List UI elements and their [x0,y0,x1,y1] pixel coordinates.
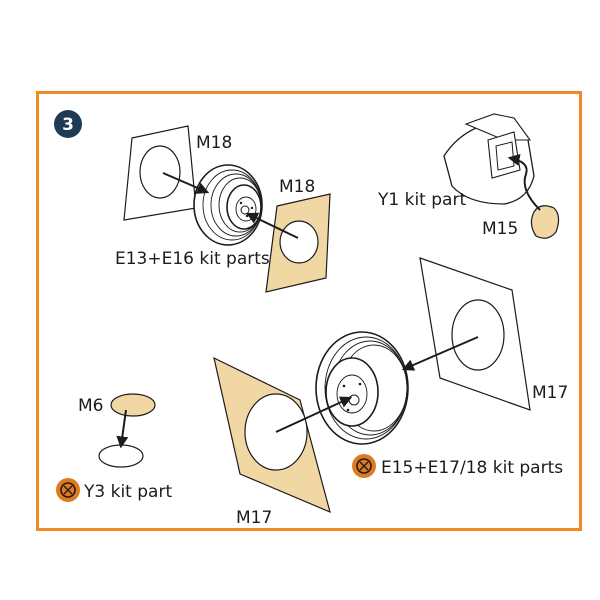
label-m18-right: M18 [279,177,315,197]
mask-m18-clear [123,125,197,221]
mask-m18-tan [265,193,331,293]
main-wheel [315,331,409,445]
arrow-m15-to-seat [507,154,541,211]
mask-m17-tan [213,356,331,514]
label-m17-right: M17 [532,383,568,403]
arrow-m6-to-y3 [116,409,129,449]
y3-disk [98,444,144,468]
label-m18-top: M18 [196,133,232,153]
label-m17-bottom: M17 [236,508,272,528]
arrow-m18-to-hub [245,212,299,239]
mask-m17-clear [419,257,531,411]
label-y3-part: Y3 kit part [83,482,172,502]
seat-part-y1 [443,113,535,205]
kit-part-icon [56,478,80,502]
label-m6: M6 [78,396,103,416]
front-wheel [193,164,263,246]
arrow-m18-to-wheel [162,172,210,194]
step-badge-icon: 3 [54,110,82,138]
kit-part-icon [352,454,376,478]
m15-piece [530,205,560,239]
arrow-m17-to-hub [275,396,353,433]
m6-piece [110,393,156,417]
label-main-wheel-parts: E15+E17/18 kit parts [381,458,563,478]
step-number: 3 [62,115,74,135]
label-front-wheel-parts: E13+E16 kit parts [115,249,270,269]
label-m15: M15 [482,219,518,239]
label-y1-part: Y1 kit part [377,190,466,210]
arrow-m17-to-wheel [401,336,479,371]
